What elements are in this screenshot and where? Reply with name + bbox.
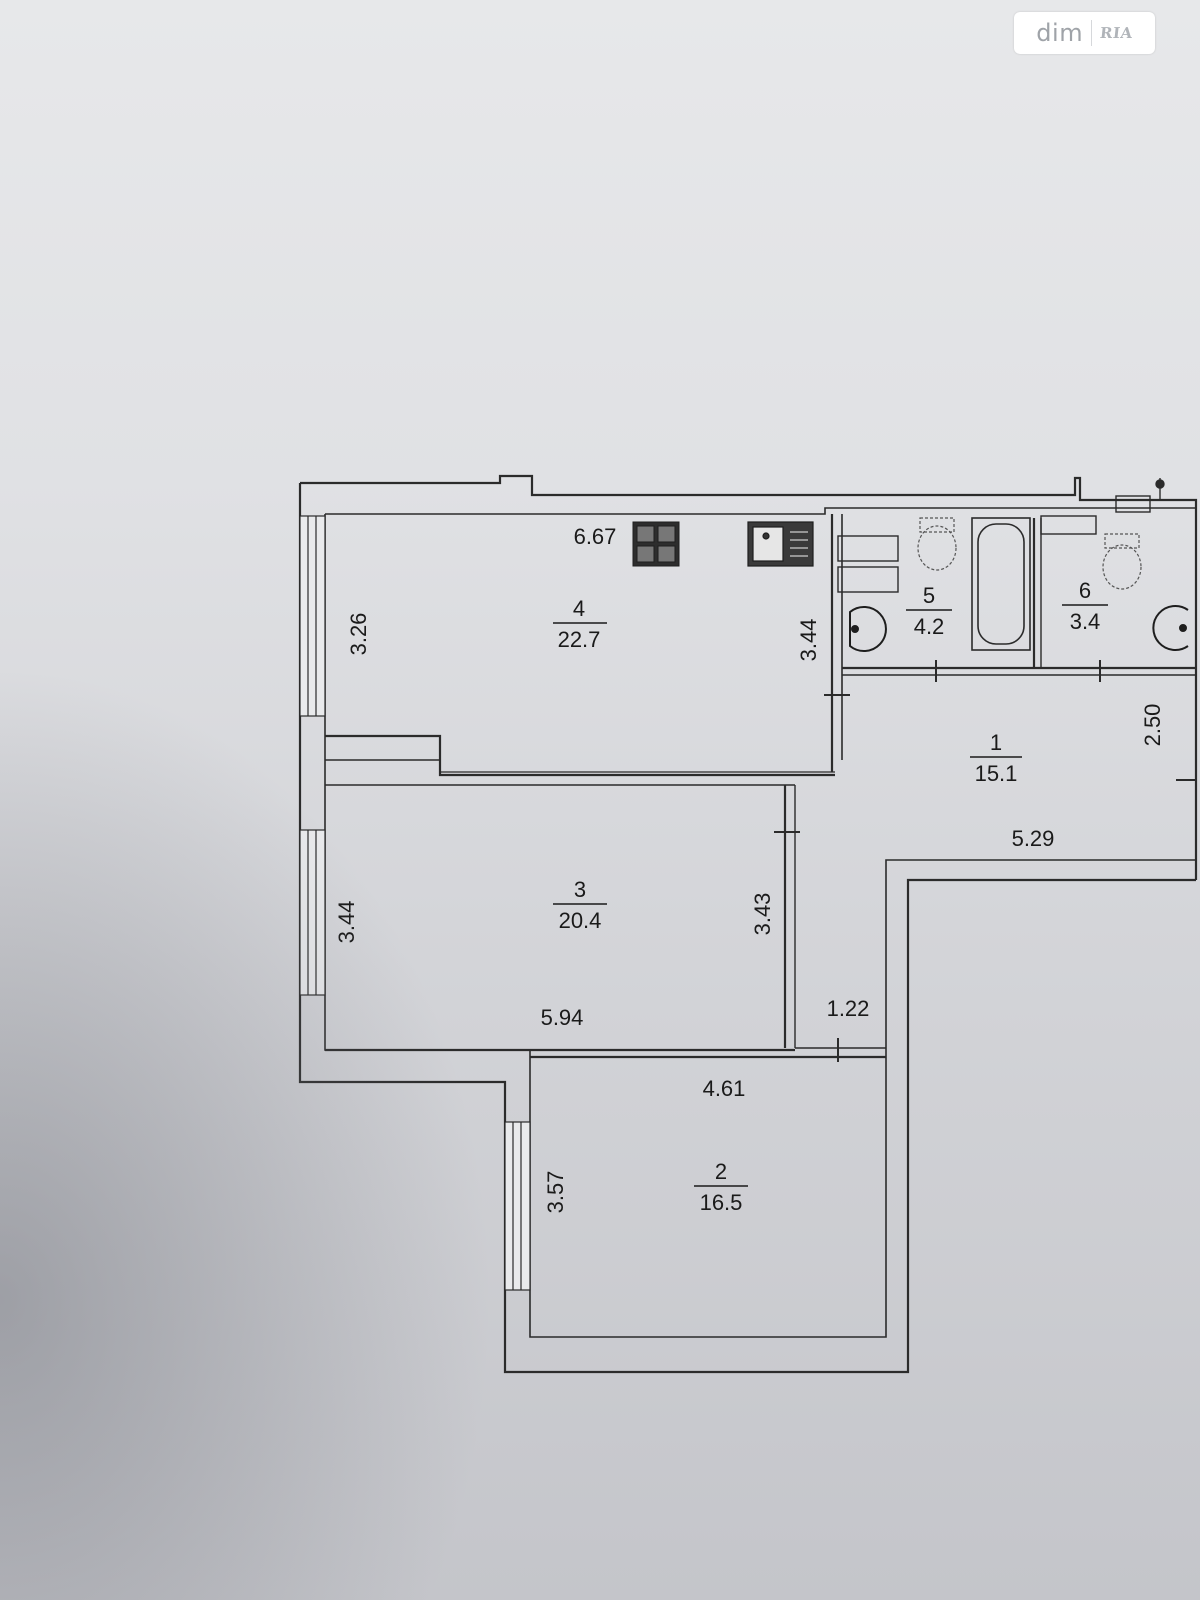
stove-icon <box>632 521 680 567</box>
dim-corridor-width: 1.22 <box>827 996 870 1021</box>
watermark-divider <box>1091 20 1093 46</box>
shelf-icon <box>837 535 899 593</box>
dim-room2-depth: 3.57 <box>543 1171 568 1214</box>
dim-room3-left: 3.44 <box>334 901 359 944</box>
washbasin-icon <box>849 606 887 652</box>
room-1-number: 1 <box>990 730 1002 755</box>
toilet-icon <box>917 517 957 571</box>
dim-room2-width: 4.61 <box>703 1076 746 1101</box>
dim-room3-right: 3.43 <box>750 893 775 936</box>
dim-room4-right: 3.44 <box>796 619 821 662</box>
outer-wall-left <box>298 483 1196 1374</box>
room-6-area: 3.4 <box>1070 609 1101 634</box>
room-2-area: 16.5 <box>700 1190 743 1215</box>
window-room3 <box>299 829 326 996</box>
room-5-number: 5 <box>923 583 935 608</box>
ria-logo-icon: RIA <box>1099 24 1134 42</box>
room-2-number: 2 <box>715 1159 727 1184</box>
window-room2 <box>504 1121 531 1291</box>
dim-room3-width: 5.94 <box>541 1005 584 1030</box>
watermark-text: dim <box>1036 19 1084 47</box>
dim-hall-width: 5.29 <box>1012 826 1055 851</box>
dimria-watermark: dim RIA <box>1014 12 1155 54</box>
dim-room4-left: 3.26 <box>346 613 371 656</box>
room-3-number: 3 <box>574 877 586 902</box>
room-3-area: 20.4 <box>559 908 602 933</box>
room-4-number: 4 <box>573 596 585 621</box>
radiator-icon <box>1040 478 1165 535</box>
toilet-icon-2 <box>1102 533 1142 590</box>
dim-room4-width: 6.67 <box>574 524 617 549</box>
room-1-area: 15.1 <box>975 761 1018 786</box>
outer-wall-inner <box>325 507 1196 515</box>
washbasin-icon-2 <box>1152 605 1189 651</box>
dim-hall-depth: 2.50 <box>1140 704 1165 747</box>
window-room4 <box>299 515 326 717</box>
bathtub-icon <box>971 517 1031 651</box>
room-6-number: 6 <box>1079 578 1091 603</box>
wall-room4-bottom <box>325 734 835 777</box>
room-5-area: 4.2 <box>914 614 945 639</box>
sink-icon <box>747 521 814 567</box>
room-4-area: 22.7 <box>558 627 601 652</box>
